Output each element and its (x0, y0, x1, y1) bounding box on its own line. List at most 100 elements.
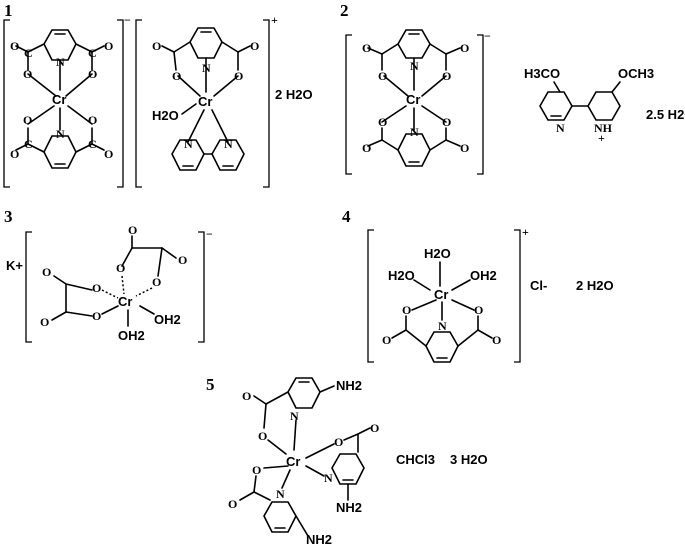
compound-4-aqua-left: H2O (388, 268, 415, 283)
compound-1-cation-metal: Cr (198, 94, 212, 109)
compound-2-bipy-right-ring (587, 91, 621, 121)
compound-1-water-ligand: H2O (152, 108, 179, 123)
compound-4-metal: Cr (434, 287, 448, 302)
compound-2-anion-charge: − (484, 29, 491, 43)
compound-1-c2: C (88, 46, 97, 60)
compound-3-oxalate-o3: O (116, 261, 125, 275)
compound-1-anion-charge: − (124, 13, 131, 27)
compound-5-right-pyridine (331, 453, 365, 485)
compound-1-cation: + N O O O O Cr H2O N N (135, 13, 278, 188)
compound-1-o7: O (10, 147, 19, 161)
compound-2-o6: O (442, 115, 451, 129)
compound-1-cation-n: N (202, 61, 211, 75)
compound-2-methoxy-left: H3CO (524, 66, 560, 81)
compound-1-n-upper: N (56, 55, 65, 69)
compound-4-aqua-right: OH2 (470, 268, 497, 283)
compound-4-o3: O (382, 333, 391, 347)
compound-3-oxalate-o6: O (40, 315, 49, 329)
compound-2-left-bracket (345, 34, 352, 175)
compound-4-n: N (438, 319, 447, 333)
compound-4-aqua-top: H2O (424, 246, 451, 261)
compound-2-methoxy-right: OCH3 (618, 66, 654, 81)
compound-2-bipy-n: N (556, 121, 565, 135)
compound-2-right-bracket (477, 34, 484, 175)
compound-1-anion: − N O O O O C C Cr N O O O (3, 13, 131, 188)
compound-4-solvate: 2 H2O (576, 278, 614, 293)
compound-2-n-lower: N (410, 125, 419, 139)
compound-2-o1: O (362, 41, 371, 55)
compound-3-oxalate-o8: O (92, 309, 101, 323)
compound-1-cation-o1: O (152, 39, 161, 53)
compound-3-oxalate-o2: O (178, 253, 187, 267)
compound-2-o2: O (460, 41, 469, 55)
compound-5-o5: O (252, 463, 261, 477)
compound-2-anion: − N O O O O Cr N O O O O (345, 29, 491, 175)
compound-3-metal: Cr (118, 294, 132, 309)
compound-4-cation: + H2O H2O OH2 Cr O O N O O (367, 225, 529, 363)
compound-4-charge: + (522, 225, 529, 239)
compound-5-amine-bottom: NH2 (306, 532, 332, 547)
compound-4-o2: O (474, 303, 483, 317)
compound-1-solvate: 2 H2O (275, 87, 313, 102)
compound-1-cation-right-bracket (263, 19, 270, 188)
compound-1-anion-right-bracket (117, 19, 124, 188)
compound-3-oxalate-o1: O (128, 223, 137, 237)
compound-1-bipy-left-ring (171, 139, 205, 171)
compound-4-o4: O (492, 333, 501, 347)
compound-3-right-bracket (198, 231, 205, 343)
compound-4-right-bracket (514, 229, 521, 363)
compound-1-o3: O (23, 67, 32, 81)
compound-4-number: 4 (342, 207, 351, 226)
compound-5-complex: NH2 N O O Cr O O N NH2 O O N NH2 (228, 377, 379, 547)
compound-5-o3: O (334, 435, 343, 449)
compound-5-metal: Cr (286, 454, 300, 469)
compound-1-bipy-n1: N (184, 137, 193, 151)
compound-4-counter-ion: Cl- (530, 278, 547, 293)
compound-4-o1: O (402, 303, 411, 317)
compound-5-n-top: N (290, 409, 299, 423)
compound-2-o7: O (362, 141, 371, 155)
compound-5-o6: O (228, 497, 237, 511)
compound-1-o5: O (23, 113, 32, 127)
compound-1-c3: C (24, 137, 33, 151)
compound-3-counter-ion: K+ (6, 258, 23, 273)
compound-2-o4: O (442, 69, 451, 83)
compound-3-oxalate-o4: O (152, 275, 161, 289)
compound-5-amine-top: NH2 (336, 378, 362, 393)
compound-3-aqua-a: OH2 (154, 312, 181, 327)
compound-2-n-upper: N (410, 59, 419, 73)
compound-1-cation-o2: O (250, 39, 259, 53)
compound-1-cation-o3: O (172, 69, 181, 83)
compound-1-o1: O (10, 39, 19, 53)
compound-3-charge: − (206, 227, 213, 241)
compound-5-o1: O (242, 389, 251, 403)
compound-2-metal: Cr (406, 92, 420, 107)
compound-2-number: 2 (340, 1, 349, 20)
compound-1-o6: O (88, 113, 97, 127)
compound-1-o8: O (104, 147, 113, 161)
compound-5-number: 5 (206, 375, 215, 394)
compound-1-c1: C (24, 46, 33, 60)
compound-2-bipy-plus: + (598, 131, 605, 145)
compound-3-left-bracket (25, 231, 32, 343)
compound-1-bipy-n2: N (224, 137, 233, 151)
compound-1-anion-left-bracket (3, 19, 10, 188)
compound-5-solvate-water: 3 H2O (450, 452, 488, 467)
compound-2-o8: O (460, 141, 469, 155)
compound-1-o4: O (88, 67, 97, 81)
compound-1-n-lower: N (56, 127, 65, 141)
compound-5-solvate-chcl3: CHCl3 (396, 452, 435, 467)
compound-2-o3: O (378, 69, 387, 83)
compound-2-o5: O (378, 115, 387, 129)
compound-2-bipyridinium: H3CO OCH3 N NH + (524, 66, 654, 145)
compound-3-oxalate-o5: O (42, 265, 51, 279)
compound-1-number: 1 (4, 1, 13, 20)
compound-5-bottom-pyridine (263, 501, 297, 533)
compound-3-aqua-b: OH2 (118, 328, 145, 343)
compound-5-o4: O (370, 421, 379, 435)
compound-1-o2: O (104, 39, 113, 53)
compound-1-cation-left-bracket (135, 19, 142, 188)
compound-2-bipy-nh: NH (594, 121, 613, 135)
